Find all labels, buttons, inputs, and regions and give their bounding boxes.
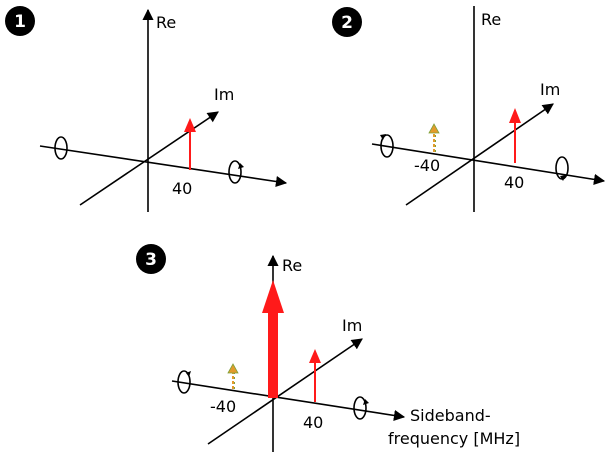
tick-label-plus-40: 40	[172, 179, 192, 198]
rotation-arrowhead-icon	[363, 399, 369, 405]
rotation-icon-right	[353, 396, 367, 420]
rotation-icon-left	[380, 134, 394, 158]
rotation-arrowhead-icon	[186, 371, 191, 377]
rotation-icon-left	[54, 136, 68, 160]
panel-number-badge: 1	[5, 6, 35, 36]
re-axis-label: Re	[481, 10, 501, 29]
im-axis	[405, 103, 554, 206]
phasor-plus-40-head	[184, 118, 196, 132]
resultant-phasor-head	[262, 280, 284, 313]
tick-label-plus-40: 40	[504, 173, 524, 192]
phasor-minus-40-head	[227, 363, 239, 374]
frequency-axis	[171, 380, 406, 421]
panel-2: 2 Re Im -40 40	[332, 6, 606, 212]
rotation-icon-left	[177, 370, 191, 394]
im-axis-label: Im	[540, 80, 560, 99]
im-axis	[79, 111, 219, 206]
im-axis-label: Im	[342, 316, 362, 335]
rotation-arrowhead-icon	[380, 134, 386, 140]
frequency-axis-label-line1: Sideband-	[410, 406, 491, 425]
frequency-axis	[39, 145, 288, 188]
phasor-plus-40-head	[309, 349, 321, 363]
im-axis-label: Im	[214, 85, 234, 104]
rotation-icon-right	[228, 160, 242, 184]
re-axis-label: Re	[282, 256, 302, 275]
im-axis	[207, 338, 363, 445]
phasor-minus-40-head	[428, 123, 440, 134]
panel-number: 3	[145, 250, 157, 270]
panel-number: 2	[341, 13, 353, 33]
resultant-phasor	[268, 311, 278, 398]
tick-label-minus-40: -40	[414, 156, 440, 175]
rotation-arrowhead-icon	[238, 163, 244, 169]
tick-label-plus-40: 40	[303, 413, 323, 432]
rotation-arrowhead-icon	[560, 175, 566, 181]
panel-number-badge: 2	[332, 7, 362, 37]
tick-label-minus-40: -40	[210, 397, 236, 416]
panel-1: 1 Re Im 40	[5, 6, 288, 212]
panel-3: 3 Re Im Sideband- frequency [MHz] -40 40	[136, 244, 520, 452]
phasor-plus-40-head	[509, 108, 521, 123]
frequency-axis	[371, 143, 606, 185]
re-axis-label: Re	[156, 13, 176, 32]
panel-number-badge: 3	[136, 244, 166, 274]
frequency-axis-label-line2: frequency [MHz]	[388, 429, 520, 448]
panel-number: 1	[14, 12, 26, 32]
